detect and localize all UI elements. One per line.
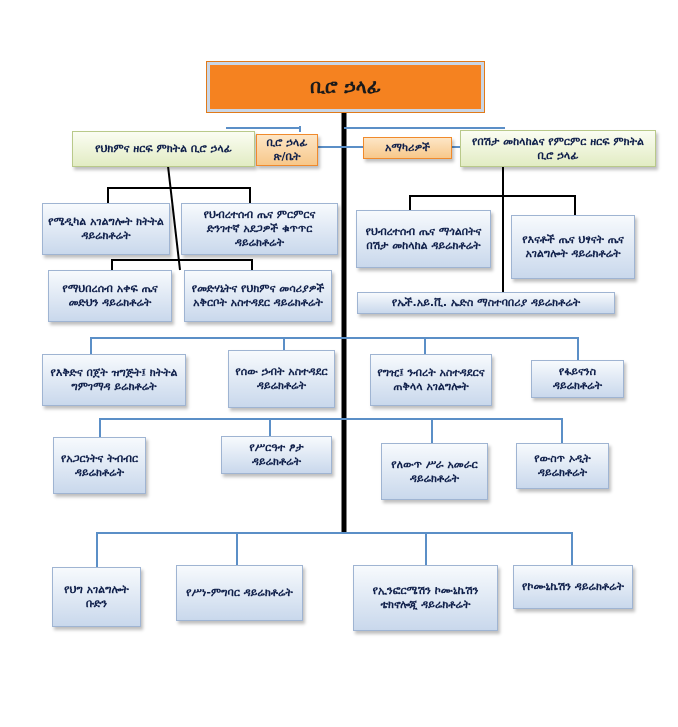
bus-row-3 [96,532,573,567]
box-human-resources[interactable]: የሰው ኃብት አስተዳደር ዳይሬክቶሬት [228,350,335,408]
box-maternal-child[interactable]: የእናቶች ጤና ህፃናት ጤና አገልግሎት ዳይሬክቶሬት [511,215,635,279]
box-medical-services[interactable]: የሜዲካል አገልግሎት ክትትል ዳይሬክቶሬት [42,203,170,255]
left-tree-stem [167,165,181,271]
box-pharmaceutical[interactable]: የመድሃኒትና የህክምና መሳሪያዎች አቅርቦት አስተዳደር ዳይሬክቶሬ… [184,270,332,322]
box-community-health[interactable]: የማህበረሰብ አቀፍ ጤና መድህን ዳይሬክቶሬት [48,270,172,322]
box-finance[interactable]: የፋይናንስ ዳይሬክቶሬት [531,360,624,398]
box-ethics-liaison[interactable]: የሥነ-ምግባር ዳይሬክቶሬት [176,565,303,621]
box-disease-prevention[interactable]: የህብረተሰብ ጤና ማጎልበትና በሽታ መከላከል ዳይሬክቶሬት [356,210,491,268]
box-hiv-aids[interactable]: የኤች.አይ.ቪ. ኤድስ ማስተባበሪያ ዳይሬክቶሬት [357,292,615,314]
right-tree-top [409,195,576,215]
box-gender[interactable]: የአጋርነትና ትብብር ዳይሬክቶሬት [53,437,146,494]
box-procurement[interactable]: የግዢ፤ ንብረት አስተዳደርና ጠቅላላ አገልግሎት [370,354,492,406]
bus-row-1 [90,337,579,360]
box-office-secretary[interactable]: ቢሮ ኃላፊ ጽ/ቤት [256,134,318,166]
box-public-health-research[interactable]: የህብረተሰብ ጤና ምርምርና ድንገተኛ አደጋዎች ቁጥጥር ዳይሬክቶሬ… [181,203,338,255]
box-communication[interactable]: የኮሙኒኬሽን ዳይሬክቶሬት [513,565,633,609]
top-title: ቢሮ ኃላፊ [310,76,381,98]
box-advisors[interactable]: አማካሪዎች [363,137,452,159]
box-deputy-right[interactable]: የበሽታ መከላከልና የምርምር ዘርፍ ምክትል ቢሮ ኃላፊ [460,130,656,167]
box-ethics[interactable]: የሥርዓተ ፆታ ዳይሬክቶሬት [221,436,332,474]
top-title-box[interactable]: ቢሮ ኃላፊ [206,61,485,113]
left-tree-mid [111,259,253,270]
box-deputy-left[interactable]: የህክምና ዘርፍ ምክትል ቢሮ ኃላፊ [72,131,255,167]
bus-row-2 [99,418,563,443]
left-tree-top [107,187,251,203]
box-internal-audit[interactable]: የውስጥ ኦዲት ዳይሬክቶሬት [516,443,609,489]
box-planning[interactable]: የእቅድና በጀት ዝግጅት፤ ክትትል ግምገማዳ ይሬክቶሬት [42,354,186,406]
box-change-management[interactable]: የለውጥ ሥራ አመራር ዳይሬክቶሬት [381,443,488,500]
box-ict[interactable]: የኢንፎርሜሽን ኮሙኒኬሽን ቴክኖሎጂ ዳይሬክቶሬት [353,565,498,631]
box-legal[interactable]: የህግ አገልግሎት ቡድን [52,567,141,627]
